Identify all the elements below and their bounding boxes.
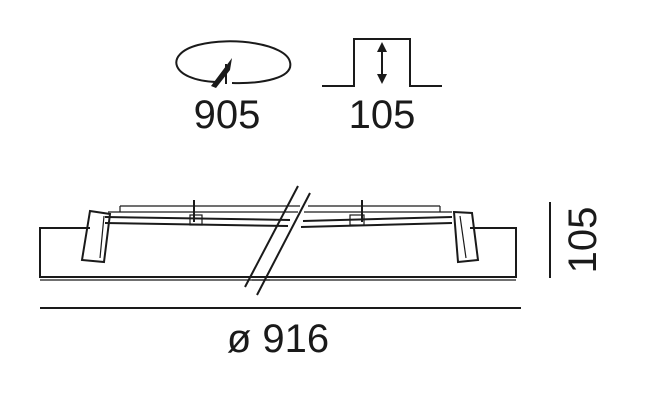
recess-depth-label: 105 (349, 93, 416, 137)
cutout-dimension-label: 905 (194, 93, 261, 137)
luminaire-side-view (39, 185, 517, 296)
overall-diameter-label: ø 916 (227, 317, 329, 361)
recess-depth-icon (322, 38, 442, 87)
cutout-circle-icon (175, 40, 292, 88)
overall-height-label: 105 (561, 207, 605, 274)
